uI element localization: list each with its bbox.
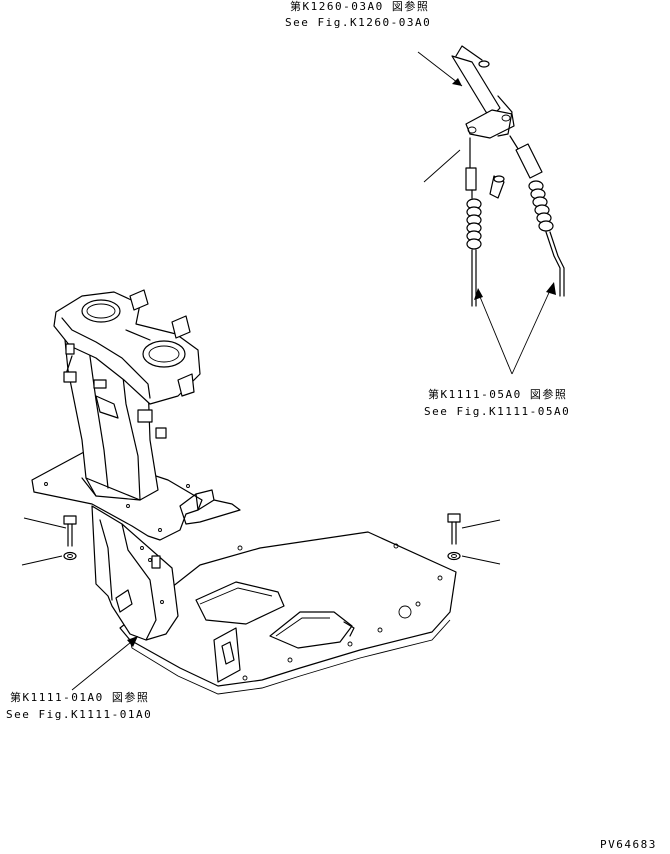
support-frame xyxy=(91,505,179,641)
floor-plate-cutout-left xyxy=(195,581,285,625)
clevis-pin xyxy=(489,175,505,199)
console-top xyxy=(53,289,201,405)
control-lever-assembly xyxy=(451,45,515,139)
washer-right xyxy=(447,551,461,561)
top-ref-jp: 第K1260-03A0 図参照 xyxy=(290,0,430,13)
floor-plate-cutout-right xyxy=(269,611,355,649)
side-tab-bracket xyxy=(179,489,241,525)
bottom-ref-jp: 第K1111-01A0 図参照 xyxy=(10,691,150,704)
mount-plate xyxy=(31,451,203,541)
bottom-callout-arrow xyxy=(71,636,138,691)
bolt-right xyxy=(447,513,461,545)
top-ref-en: See Fig.K1260-03A0 xyxy=(285,16,432,29)
cable-right xyxy=(509,135,565,297)
mid-ref-jp: 第K1111-05A0 図参照 xyxy=(428,388,568,401)
floor-plate xyxy=(119,531,457,695)
washer-left xyxy=(63,551,77,561)
cable-tag-leader xyxy=(423,149,461,183)
mid-callout-arrows xyxy=(474,282,556,375)
bolt-leader-lines xyxy=(21,517,501,566)
top-callout-leader xyxy=(417,51,463,87)
cable-left xyxy=(465,137,482,307)
drawing-id: PV64683 xyxy=(600,838,657,851)
mid-ref-en: See Fig.K1111-05A0 xyxy=(424,405,571,418)
bolt-left xyxy=(63,515,77,547)
bracket-right xyxy=(213,627,241,683)
bottom-ref-en: See Fig.K1111-01A0 xyxy=(6,708,153,721)
